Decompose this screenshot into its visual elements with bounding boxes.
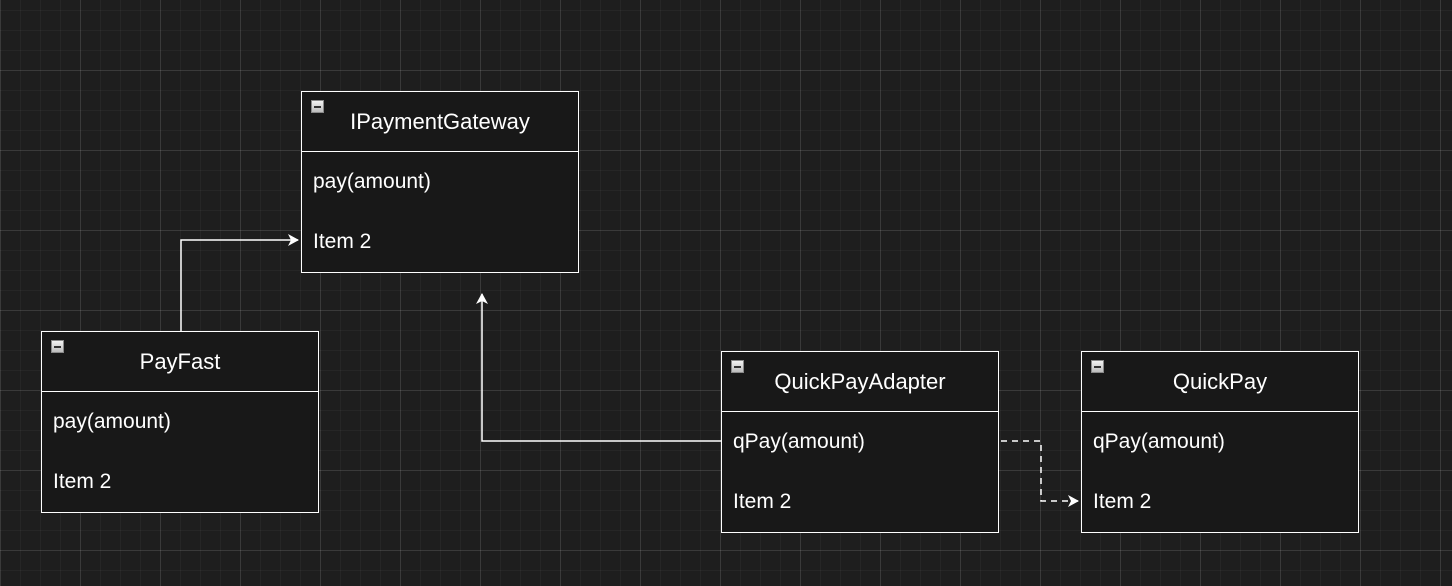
class-header[interactable]: QuickPayAdapter [722, 352, 998, 412]
class-member[interactable]: Item 2 [1093, 490, 1152, 513]
class-member[interactable]: pay(amount) [313, 170, 431, 193]
class-ipaymentgateway[interactable]: IPaymentGateway pay(amount) Item 2 [301, 91, 579, 273]
class-member[interactable]: Item 2 [733, 490, 792, 513]
class-quickpayadapter[interactable]: QuickPayAdapter qPay(amount) Item 2 [721, 351, 999, 533]
collapse-icon[interactable] [731, 360, 744, 373]
class-header[interactable]: IPaymentGateway [302, 92, 578, 152]
class-quickpay[interactable]: QuickPay qPay(amount) Item 2 [1081, 351, 1359, 533]
class-member[interactable]: pay(amount) [53, 410, 171, 433]
collapse-icon[interactable] [311, 100, 324, 113]
collapse-icon[interactable] [51, 340, 64, 353]
connector-quickpayadapter-to-quickpay[interactable] [1001, 440, 1079, 507]
class-name: PayFast [139, 348, 221, 374]
connector-quickpayadapter-to-ipaymentgateway[interactable] [476, 293, 721, 442]
class-name: QuickPay [1172, 368, 1268, 394]
class-payfast[interactable]: PayFast pay(amount) Item 2 [41, 331, 319, 513]
class-name: QuickPayAdapter [774, 368, 946, 394]
class-header[interactable]: QuickPay [1082, 352, 1358, 412]
class-header[interactable]: PayFast [42, 332, 318, 392]
class-member[interactable]: qPay(amount) [733, 430, 865, 453]
class-member[interactable]: Item 2 [53, 470, 112, 493]
connector-payfast-to-ipaymentgateway[interactable] [180, 234, 299, 331]
class-member[interactable]: qPay(amount) [1093, 430, 1225, 453]
class-member[interactable]: Item 2 [313, 230, 372, 253]
collapse-icon[interactable] [1091, 360, 1104, 373]
class-name: IPaymentGateway [350, 108, 530, 134]
